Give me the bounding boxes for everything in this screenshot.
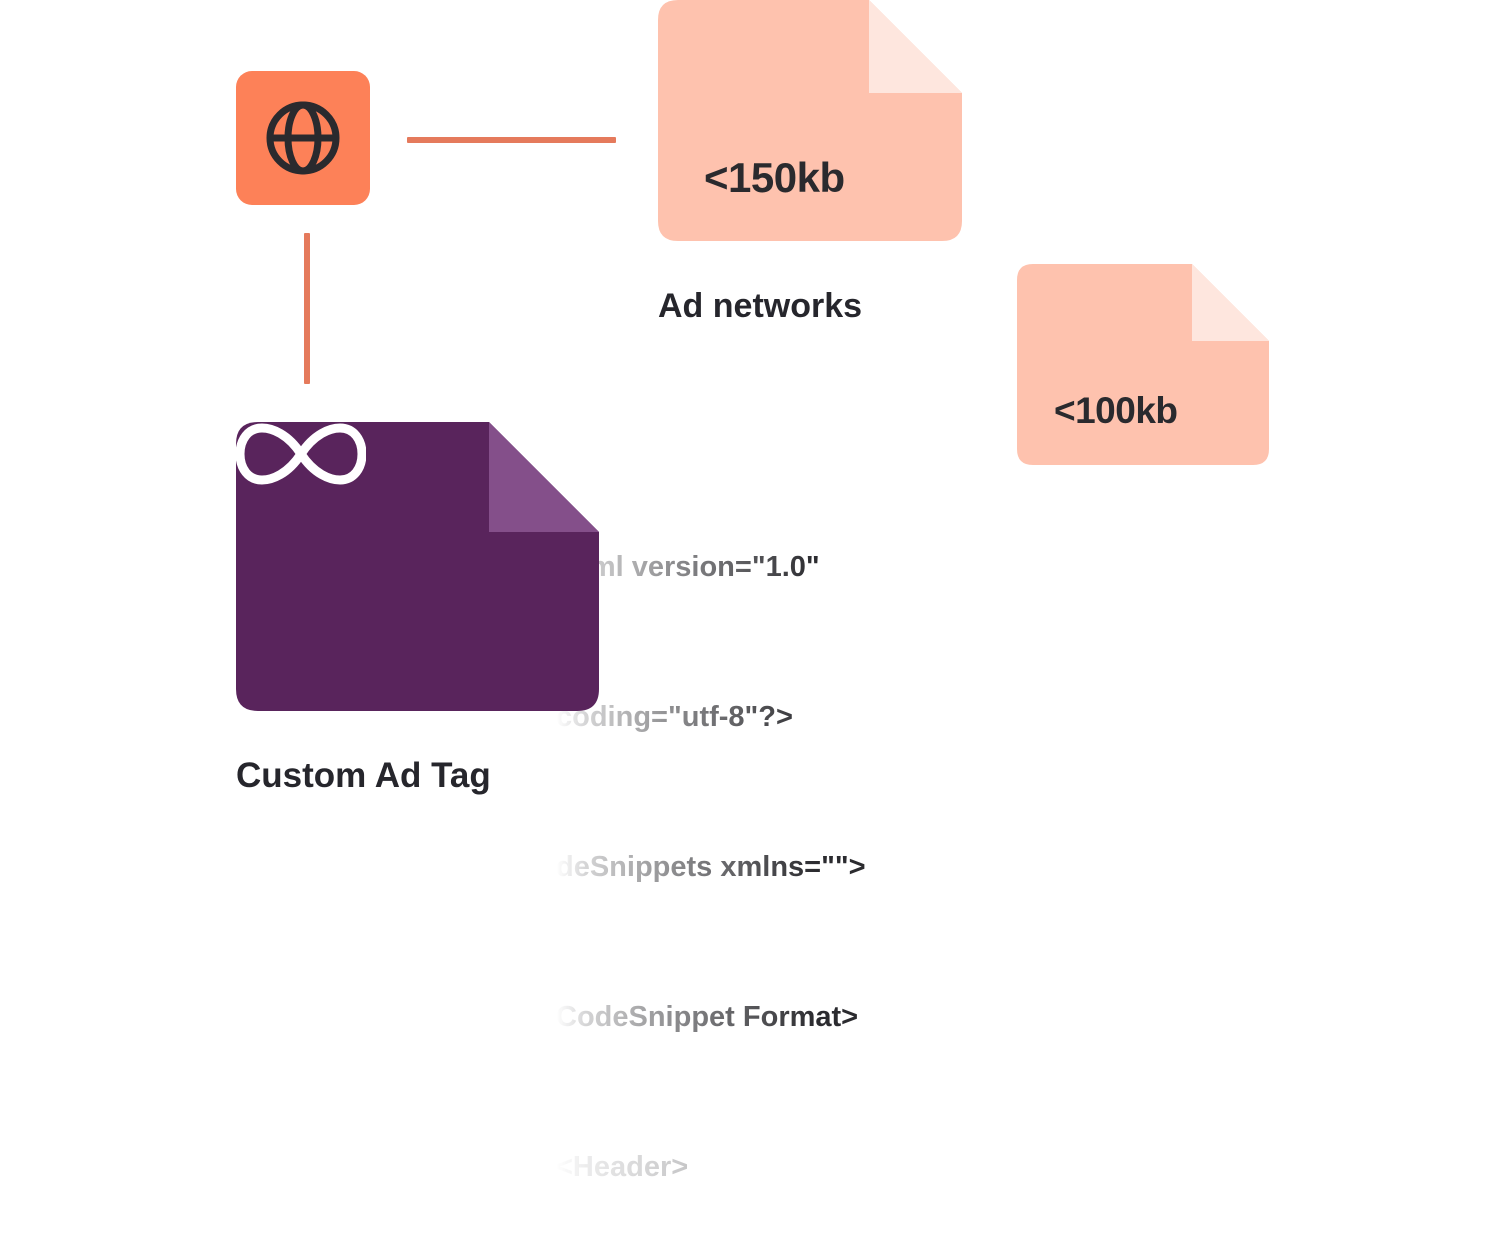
code-line: deSnippets xmlns=""> [556, 851, 866, 883]
connector-line-vertical [304, 233, 310, 384]
globe-icon [266, 101, 340, 175]
code-line: CodeSnippet Format> [556, 1001, 859, 1033]
code-line: coding="utf-8"?> [556, 701, 793, 733]
file-shape [658, 0, 962, 241]
file-shape [1017, 264, 1269, 465]
ad-network-file-small: <100kb [1017, 264, 1269, 465]
custom-ad-tag-caption: Custom Ad Tag [236, 756, 491, 795]
file-size-label: <150kb [704, 154, 845, 201]
connector-line-horizontal [407, 137, 616, 143]
ad-network-file-large: <150kb [658, 0, 962, 241]
custom-ad-tag-file [236, 422, 599, 711]
file-size-label: <100kb [1054, 390, 1178, 431]
xml-code-snippet: ?xml version="1.0" coding="utf-8"?> deSn… [556, 442, 866, 1242]
code-line: ?xml version="1.0" [556, 551, 820, 583]
file-shape [236, 422, 599, 711]
ad-networks-caption: Ad networks [658, 287, 863, 325]
infinity-icon [236, 423, 366, 485]
globe-tile [236, 71, 370, 205]
code-line: <Header> [556, 1151, 689, 1183]
